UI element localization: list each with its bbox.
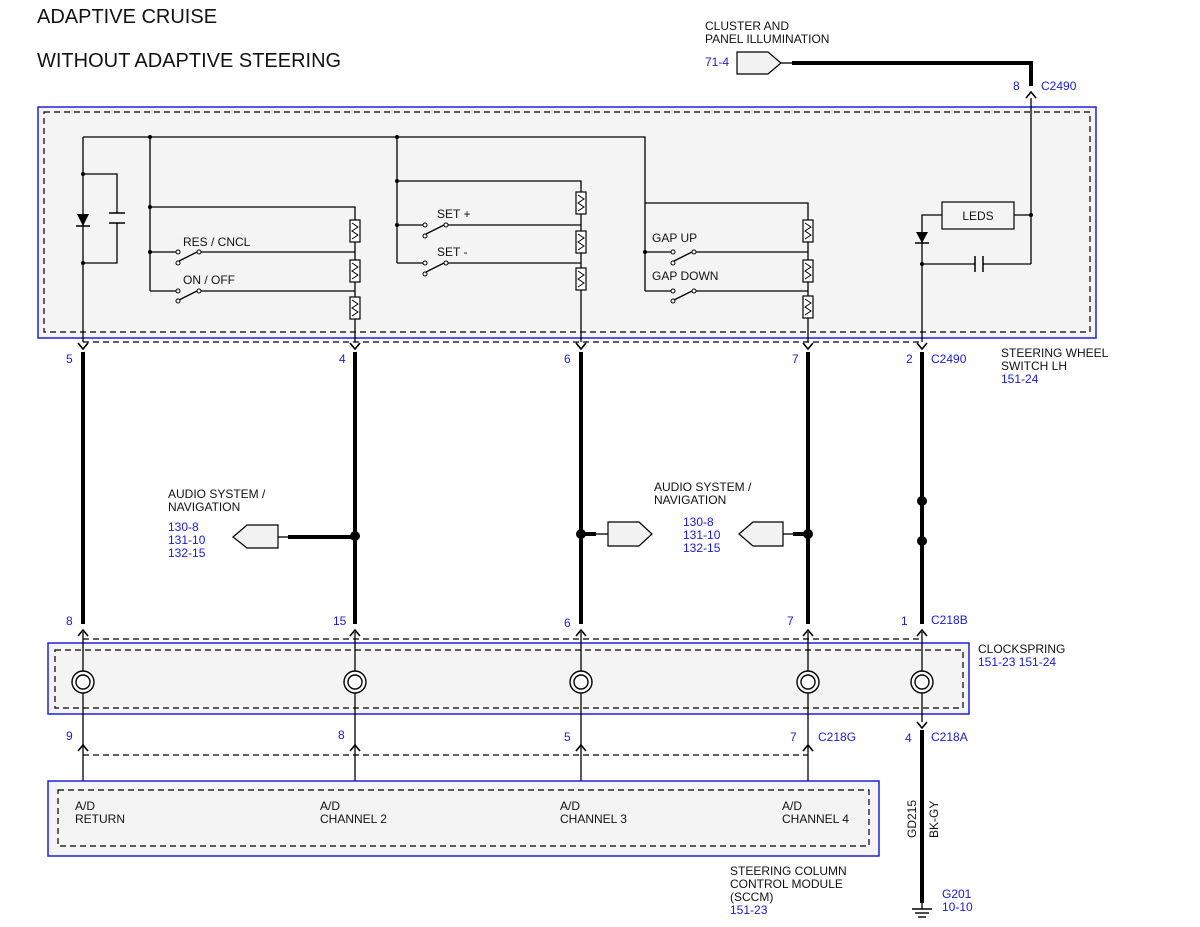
- ground-name: G201: [942, 887, 972, 901]
- audio-left-connector-icon: [232, 524, 279, 549]
- switch-pin-4: 4: [339, 352, 346, 366]
- ground-color: BK-GY: [927, 801, 941, 838]
- sccm-name1: STEERING COLUMN: [730, 864, 847, 878]
- cs-bottom-connector-a: C218A: [931, 730, 968, 744]
- coil-icon: [796, 670, 820, 694]
- sccm-input-1-l1: A/D: [75, 799, 95, 813]
- switch-ref: 151-24: [1001, 372, 1039, 386]
- cs-top-connector: C218B: [931, 613, 968, 627]
- coil-icon: [343, 670, 367, 694]
- audio-right-ref3: 132-15: [683, 541, 721, 555]
- sccm-input-4-l2: CHANNEL 4: [782, 812, 849, 826]
- coil-icon: [569, 670, 593, 694]
- leds-box: [941, 201, 1015, 230]
- sccm-input-3-l1: A/D: [560, 799, 580, 813]
- set-minus-label: SET -: [437, 245, 467, 259]
- res-cncl-label: RES / CNCL: [183, 235, 251, 249]
- switch-pin-7: 7: [792, 352, 799, 366]
- sccm-input-4-l1: A/D: [782, 799, 802, 813]
- clockspring-refs: 151-23 151-24: [978, 655, 1056, 669]
- gap-up-label: GAP UP: [652, 231, 697, 245]
- illumination-pin: 8: [1013, 79, 1020, 93]
- sccm-ref: 151-23: [730, 903, 768, 917]
- audio-right-label1: AUDIO SYSTEM /: [654, 480, 752, 494]
- audio-right-ref2: 131-10: [683, 528, 721, 542]
- coil-icon: [71, 670, 95, 694]
- audio-left-ref1: 130-8: [168, 520, 199, 534]
- sccm-name3: (SCCM): [730, 890, 773, 904]
- sccm-input-3-l2: CHANNEL 3: [560, 812, 627, 826]
- audio-middle-connector-icon: [607, 521, 653, 547]
- cs-bottom-pin-5: 5: [564, 730, 571, 744]
- switch-name2: SWITCH LH: [1001, 359, 1067, 373]
- sccm-input-2-l1: A/D: [320, 799, 340, 813]
- on-off-label: ON / OFF: [183, 273, 235, 287]
- cs-top-pin-15: 15: [333, 614, 347, 628]
- illumination-label2: PANEL ILLUMINATION: [705, 32, 829, 46]
- switch-name1: STEERING WHEEL: [1001, 346, 1109, 360]
- coil-icon: [910, 670, 934, 694]
- title-line1: ADAPTIVE CRUISE: [37, 6, 217, 28]
- cs-top-pin-8: 8: [66, 614, 73, 628]
- clockspring-box: [47, 642, 970, 715]
- sccm-box: [47, 780, 880, 857]
- ground-ref: 10-10: [942, 900, 973, 914]
- cs-bottom-pin-4: 4: [905, 731, 912, 745]
- clockspring-name: CLOCKSPRING: [978, 642, 1065, 656]
- audio-right-connector-icon: [738, 521, 784, 547]
- audio-left-label1: AUDIO SYSTEM /: [168, 487, 266, 501]
- illumination-connector-icon: [736, 51, 782, 75]
- leds-label: LEDS: [962, 209, 993, 223]
- cs-bottom-connector-g: C218G: [818, 730, 856, 744]
- cs-top-pin-1: 1: [901, 614, 908, 628]
- audio-left-ref3: 132-15: [168, 546, 206, 560]
- cs-bottom-pin-7: 7: [790, 730, 797, 744]
- audio-left-label2: NAVIGATION: [168, 500, 240, 514]
- cs-top-pin-6: 6: [564, 616, 571, 630]
- switch-pin-5: 5: [66, 352, 73, 366]
- sccm-input-1-l2: RETURN: [75, 812, 125, 826]
- switch-connector: C2490: [931, 352, 967, 366]
- set-plus-label: SET +: [437, 207, 470, 221]
- switch-pin-6: 6: [564, 352, 571, 366]
- audio-left-ref2: 131-10: [168, 533, 206, 547]
- steering-wheel-switch-box: [37, 106, 1097, 339]
- audio-right-label2: NAVIGATION: [654, 493, 726, 507]
- cs-top-pin-7: 7: [787, 614, 794, 628]
- switch-pin-2: 2: [906, 352, 913, 366]
- sccm-name2: CONTROL MODULE: [730, 877, 843, 891]
- gap-down-label: GAP DOWN: [652, 269, 718, 283]
- sccm-input-2-l2: CHANNEL 2: [320, 812, 387, 826]
- cs-bottom-pin-9: 9: [66, 729, 73, 743]
- title-line2: WITHOUT ADAPTIVE STEERING: [37, 50, 341, 72]
- cs-bottom-pin-8: 8: [338, 728, 345, 742]
- illumination-ref: 71-4: [705, 55, 729, 69]
- ground-circuit: GD215: [905, 800, 919, 838]
- audio-right-ref1: 130-8: [683, 515, 714, 529]
- illumination-label1: CLUSTER AND: [705, 19, 789, 33]
- illumination-connector: C2490: [1041, 79, 1077, 93]
